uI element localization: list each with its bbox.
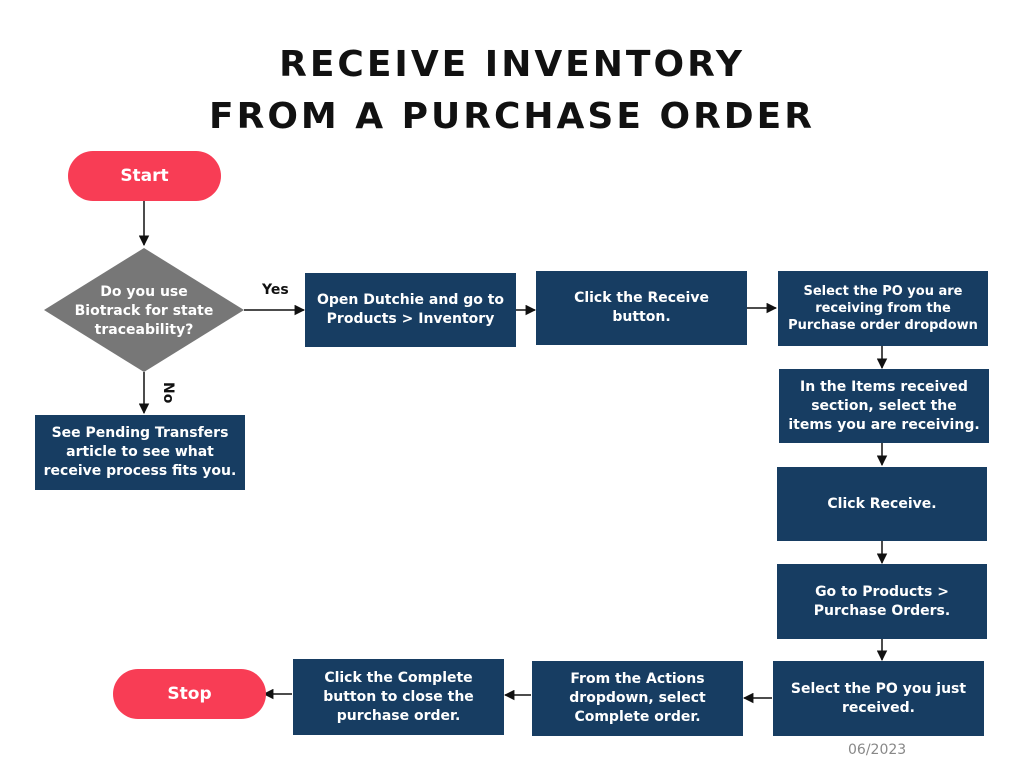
go-to-purchase-orders-box: Go to Products > Purchase Orders. <box>777 564 987 639</box>
diagram-title-line1: RECEIVE INVENTORY <box>279 44 745 85</box>
actions-dropdown-box: From the Actions dropdown, select Comple… <box>532 661 743 736</box>
stop-terminal: Stop <box>113 669 266 719</box>
select-po-box: Select the PO you are receiving from the… <box>778 271 988 346</box>
click-receive-box: Click Receive. <box>777 467 987 541</box>
pending-transfers-box: See Pending Transfers article to see wha… <box>35 415 245 490</box>
click-receive-button-box: Click the Receive button. <box>536 271 747 345</box>
decision-diamond <box>44 248 244 372</box>
diagram-title-line2: FROM A PURCHASE ORDER <box>209 96 815 137</box>
click-complete-box: Click the Complete button to close the p… <box>293 659 504 735</box>
footer-date: 06/2023 <box>848 742 907 758</box>
items-received-box: In the Items received section, select th… <box>779 369 989 443</box>
decision-biotrack-text: Do you use Biotrack for state traceabili… <box>74 283 214 338</box>
no-label: No <box>160 382 176 404</box>
start-terminal: Start <box>68 151 221 201</box>
select-po-received-box: Select the PO you just received. <box>773 661 984 736</box>
yes-label: Yes <box>262 282 289 298</box>
open-dutchie-box: Open Dutchie and go to Products > Invent… <box>305 273 516 347</box>
